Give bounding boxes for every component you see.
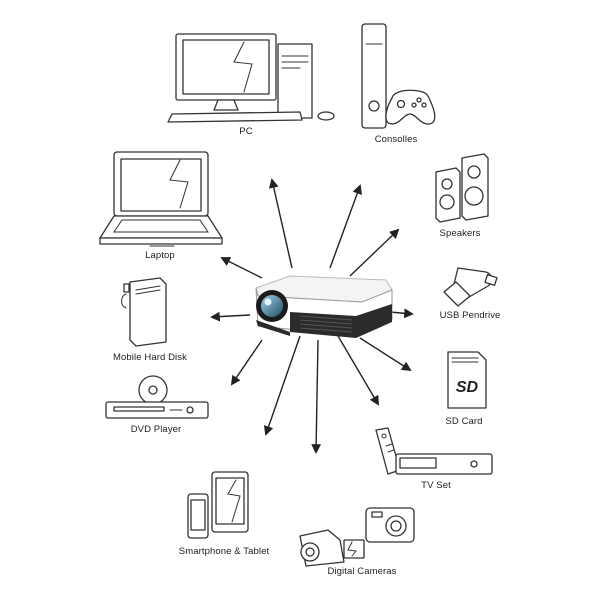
arrow-hdd	[210, 311, 251, 322]
arrow-laptop	[220, 257, 263, 279]
arrow-speakers	[349, 228, 400, 277]
arrows-group	[210, 178, 414, 454]
label-smartphone-tablet: Smartphone & Tablet	[178, 546, 270, 557]
usb-pendrive-icon	[443, 267, 498, 307]
arrow-tv	[337, 335, 379, 406]
laptop-icon	[99, 151, 223, 247]
dvd-player-icon	[105, 375, 209, 419]
speakers-icon	[435, 153, 489, 223]
arrow-sd	[359, 337, 412, 372]
label-speakers: Speakers	[439, 228, 481, 239]
desktop-computer-icon	[167, 33, 335, 123]
arrow-consoles	[329, 184, 362, 269]
label-usb-pendrive: USB Pendrive	[439, 310, 501, 321]
arrow-cameras	[311, 339, 322, 454]
arrow-usb	[389, 308, 414, 319]
label-pc: PC	[239, 126, 253, 137]
hard-disk-icon	[121, 277, 167, 347]
sd-card-icon: SD	[447, 351, 487, 409]
label-laptop: Laptop	[145, 250, 175, 261]
game-console-icon	[361, 23, 436, 129]
label-tv-set: TV Set	[421, 480, 451, 491]
smartphone-tablet-icon	[187, 471, 249, 539]
tv-set-icon	[375, 427, 493, 475]
arrow-dvd	[230, 339, 263, 386]
label-sd-card: SD Card	[445, 416, 483, 427]
sd-card-logo: SD	[456, 379, 479, 396]
arrow-pc	[268, 178, 293, 269]
label-mobile-hard-disk: Mobile Hard Disk	[113, 352, 187, 363]
label-digital-cameras: Digital Cameras	[327, 566, 397, 577]
arrow-phone	[263, 335, 301, 436]
label-consoles: Consolles	[374, 134, 418, 145]
digital-cameras-icon	[299, 507, 415, 567]
projector-icon	[255, 275, 393, 338]
label-dvd-player: DVD Player	[130, 424, 182, 435]
